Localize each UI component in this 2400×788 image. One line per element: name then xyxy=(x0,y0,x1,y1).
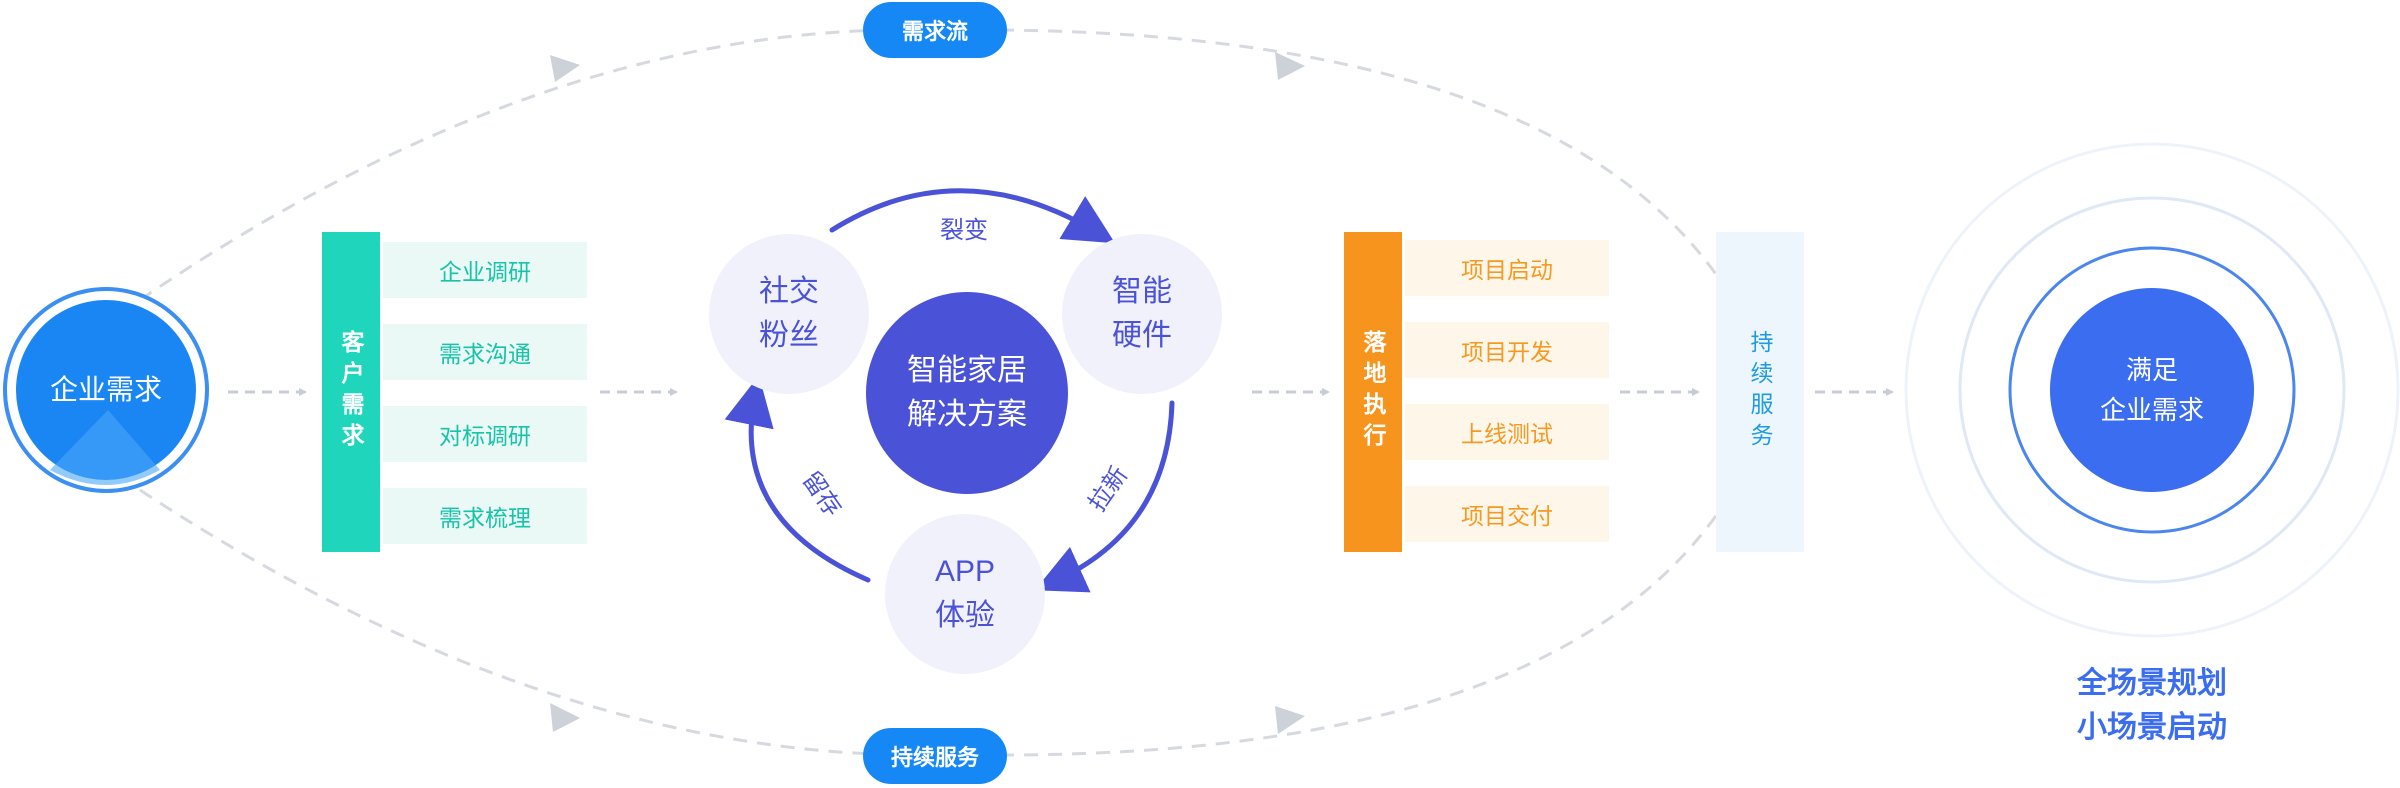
goal-caption-line-2: 小场景启动 xyxy=(2077,711,2227,744)
ellipse-arrow-2 xyxy=(1275,52,1305,80)
cycle-arrows xyxy=(724,188,1175,593)
ellipse-arrow-3 xyxy=(550,703,580,732)
node-social-fans: 社交 粉丝 xyxy=(709,234,869,394)
goal-caption: 全场景规划 小场景启动 xyxy=(2030,662,2274,750)
customer-item: 企业调研 xyxy=(383,242,587,298)
continuous-service-pill: 持续服务 xyxy=(863,728,1007,784)
core-solution-circle: 智能家居 解决方案 xyxy=(866,292,1068,494)
goal-rings xyxy=(1904,142,2400,638)
arrow-retain xyxy=(724,375,871,583)
core-line-2: 解决方案 xyxy=(907,398,1027,431)
core-line-1: 智能家居 xyxy=(907,354,1027,387)
node-smart-hardware: 智能 硬件 xyxy=(1062,234,1222,394)
node-line: 社交 xyxy=(759,275,819,308)
goal-circle: 满足 企业需求 xyxy=(2050,288,2254,492)
execution-item: 上线测试 xyxy=(1405,404,1609,460)
goal-caption-line-1: 全场景规划 xyxy=(2077,667,2227,700)
ellipse-arrow-1 xyxy=(550,55,580,82)
service-box: 持续服务 xyxy=(1716,232,1804,552)
node-line: 体验 xyxy=(935,599,995,632)
ellipse-arrow-4 xyxy=(1275,706,1305,734)
customer-needs-title: 客户需求 xyxy=(322,232,380,552)
start-label: 企业需求 xyxy=(49,374,162,405)
start-inner-circle xyxy=(16,300,196,480)
execution-item: 项目启动 xyxy=(1405,240,1609,296)
execution-item: 项目开发 xyxy=(1405,322,1609,378)
node-line: APP xyxy=(934,555,996,588)
label-fission: 裂变 xyxy=(940,217,988,244)
goal-line-1: 满足 xyxy=(2125,355,2178,385)
arrow-fission xyxy=(829,188,1116,244)
start-decor-triangle xyxy=(50,410,160,485)
flow-ellipse xyxy=(139,28,1722,757)
node-line: 智能 xyxy=(1112,275,1172,308)
node-line: 硬件 xyxy=(1112,319,1172,352)
customer-item: 需求沟通 xyxy=(383,324,587,380)
goal-line-2: 企业需求 xyxy=(2099,395,2204,425)
execution-item: 项目交付 xyxy=(1405,486,1609,542)
customer-item: 对标调研 xyxy=(383,406,587,462)
arrow-acquire xyxy=(1034,400,1175,593)
customer-item: 需求梳理 xyxy=(383,488,587,544)
node-line: 粉丝 xyxy=(759,319,819,352)
node-app-experience: APP 体验 xyxy=(885,514,1045,674)
demand-flow-pill: 需求流 xyxy=(863,2,1007,58)
execution-title: 落地执行 xyxy=(1344,232,1402,552)
